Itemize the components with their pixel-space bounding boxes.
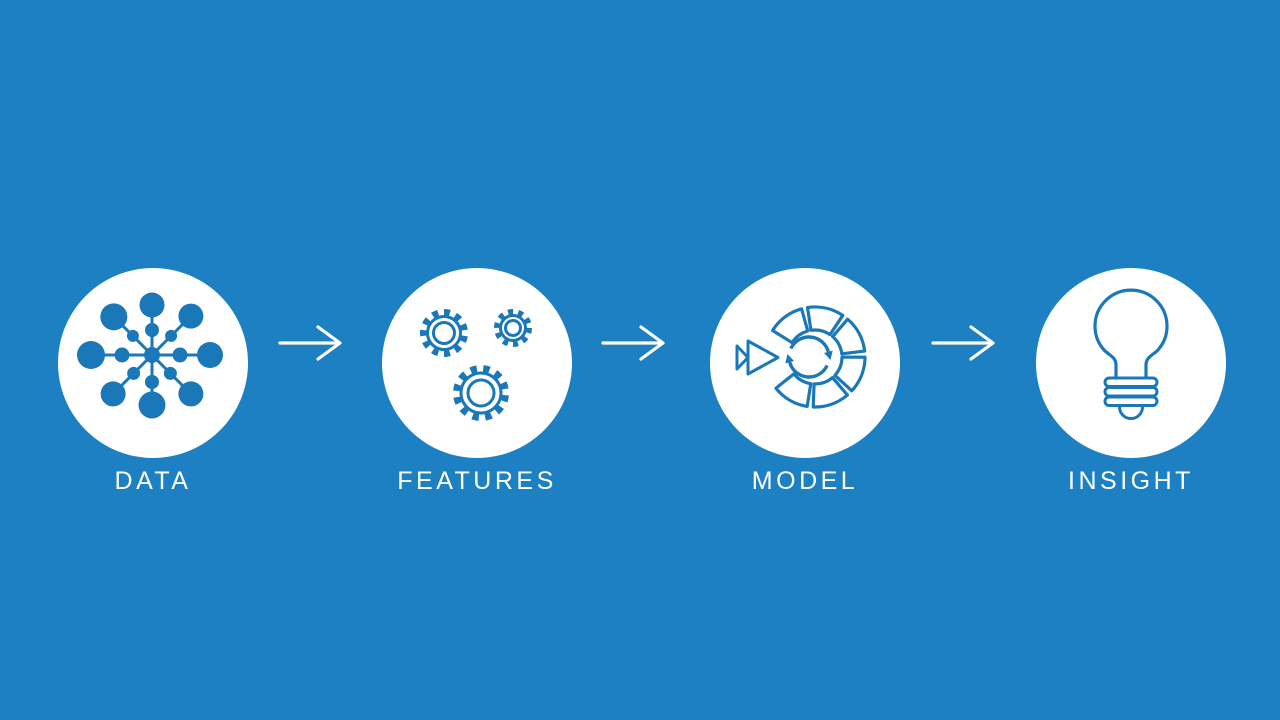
step-circle <box>1036 268 1226 458</box>
right-arrow-icon <box>278 325 342 361</box>
step-label: MODEL <box>751 467 859 495</box>
right-arrow-icon <box>931 325 995 361</box>
gears-icon <box>420 309 532 421</box>
flow-step-data: DATA <box>58 268 248 496</box>
step-circle <box>382 268 572 458</box>
flow-step-model: MODEL <box>710 268 900 496</box>
right-arrow-icon <box>601 325 665 361</box>
step-circle <box>58 268 248 458</box>
flow-step-insight: INSIGHT <box>1036 268 1226 496</box>
flow-step-features: FEATURES <box>382 268 572 496</box>
step-label: DATA <box>114 467 192 495</box>
lightbulb-icon <box>1093 288 1169 420</box>
step-label: INSIGHT <box>1068 467 1194 495</box>
network-nodes-icon <box>77 292 223 419</box>
segmented-cycle-icon <box>735 305 867 409</box>
step-label: FEATURES <box>397 467 557 495</box>
step-circle <box>710 268 900 458</box>
